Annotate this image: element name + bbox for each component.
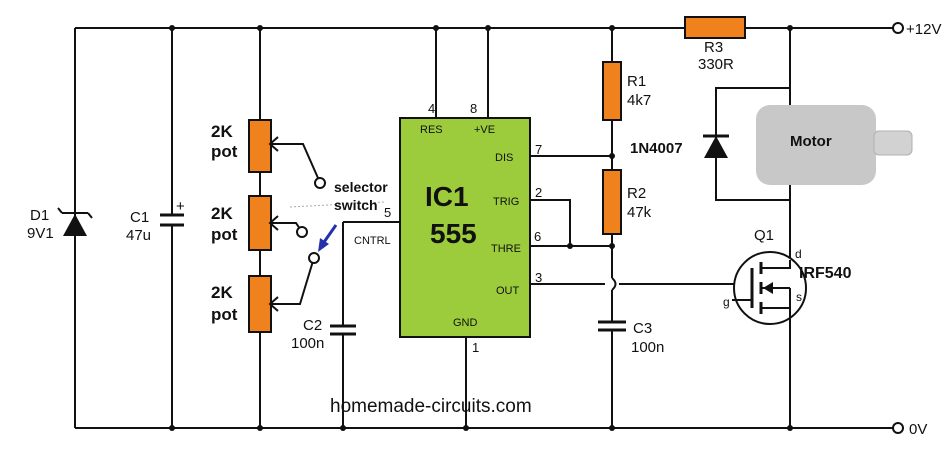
pot-3-label-line2: pot	[211, 305, 238, 324]
resistor-r3	[684, 16, 746, 39]
pin-res-num: 4	[428, 101, 435, 116]
c1-polarity: +	[176, 198, 185, 215]
pin-out-label: OUT	[496, 285, 520, 297]
watermark: homemade-circuits.com	[330, 396, 532, 417]
pin-thre-label: THRE	[491, 243, 521, 255]
timing-wiring	[530, 25, 626, 431]
pot-1[interactable]	[248, 119, 272, 173]
resistor-r2	[602, 169, 622, 235]
q1-drain: d	[795, 247, 802, 261]
r3-ref: R3	[704, 39, 723, 56]
q1-part: IRF540	[799, 265, 852, 282]
flyback-diode	[703, 134, 729, 158]
ic-part: 555	[430, 218, 477, 249]
ic-wiring	[433, 25, 491, 431]
pot-2[interactable]	[248, 195, 272, 251]
r2-ref: R2	[627, 185, 646, 202]
r3-value: 330R	[698, 56, 734, 73]
pin-dis-num: 7	[535, 142, 542, 157]
pot-wipers	[268, 136, 319, 312]
positive-terminal	[892, 22, 904, 34]
pin-gnd-label: GND	[453, 317, 478, 329]
selector-contact-3[interactable]	[308, 252, 320, 264]
r2-value: 47k	[627, 204, 652, 221]
c3-ref: C3	[633, 320, 652, 337]
r1-ref: R1	[627, 73, 646, 90]
motor-label: Motor	[790, 133, 832, 150]
pin-cntrl-label: CNTRL	[354, 235, 391, 247]
resistor-r1	[602, 61, 622, 121]
capacitor-c1	[160, 25, 184, 431]
ground-terminal	[892, 422, 904, 434]
ic-555	[399, 117, 531, 338]
pot-chain-wiring	[257, 25, 263, 431]
c1-value: 47u	[126, 227, 151, 244]
q1-source: s	[796, 290, 802, 304]
pot-3[interactable]	[248, 275, 272, 333]
selector-arrow	[318, 224, 338, 252]
pin-vcc-num: 8	[470, 101, 477, 116]
selector-label-line1: selector	[334, 179, 388, 195]
ground-label: 0V	[909, 421, 927, 438]
pot-1-label-line2: pot	[211, 142, 238, 161]
pin-out-num: 3	[535, 270, 542, 285]
pin-gnd-num: 1	[472, 340, 479, 355]
pin-dis-label: DIS	[495, 152, 513, 164]
selector-contact-1[interactable]	[314, 177, 326, 189]
c3-value: 100n	[631, 339, 664, 356]
c1-ref: C1	[130, 209, 149, 226]
pot-2-label-line2: pot	[211, 225, 238, 244]
pot-1-label-line1: 2K	[211, 122, 233, 141]
d1-ref: D1	[30, 207, 49, 224]
pin-trig-label: TRIG	[493, 196, 519, 208]
pin-trig-num: 2	[535, 185, 542, 200]
pot-2-label-line1: 2K	[211, 204, 233, 223]
ic-name: IC1	[425, 181, 469, 212]
pin-cntrl-num: 5	[384, 205, 391, 220]
d1-value: 9V1	[27, 225, 54, 242]
pin-thre-num: 6	[534, 229, 541, 244]
control-wiring	[330, 221, 400, 431]
selector-label-line2: switch	[334, 197, 378, 213]
r1-value: 4k7	[627, 92, 651, 109]
mosfet-q1	[732, 251, 807, 325]
c2-ref: C2	[303, 317, 322, 334]
pin-vcc-label: +VE	[474, 124, 495, 136]
c2-value: 100n	[291, 335, 324, 352]
positive-label: +12V	[906, 21, 941, 38]
q1-gate: g	[723, 295, 730, 309]
q1-ref: Q1	[754, 227, 774, 244]
gate-drive-wire-2	[619, 283, 750, 301]
diode-ref: 1N4007	[630, 140, 683, 157]
motor	[756, 105, 913, 185]
pin-res-label: RES	[420, 124, 443, 136]
zener-diode-d1	[57, 207, 93, 236]
pot-3-label-line1: 2K	[211, 283, 233, 302]
selector-contact-2[interactable]	[296, 226, 308, 238]
